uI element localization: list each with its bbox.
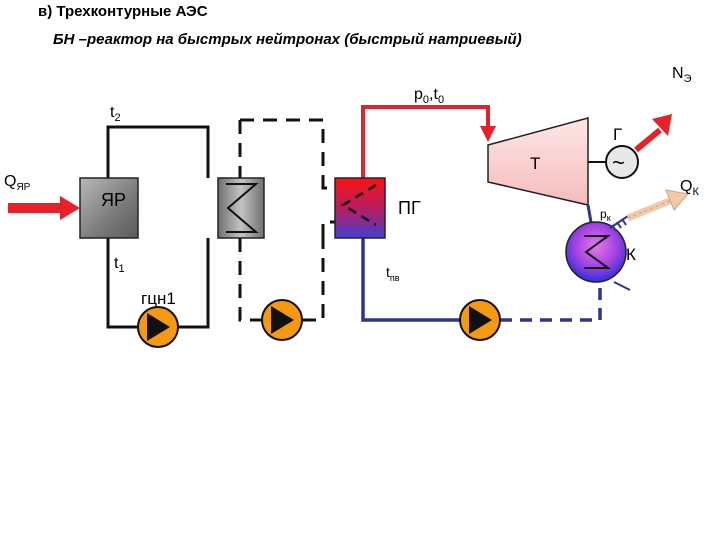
primary-circuit [106, 125, 210, 329]
power-label: NЭ [672, 65, 692, 85]
tpv-label: tпв [386, 264, 400, 283]
t2-label: t2 [110, 104, 121, 124]
generator-label: Г [613, 125, 622, 144]
intermediate-heat-exchanger [217, 177, 265, 239]
intermediate-pump [261, 299, 303, 341]
cooling-water-lines [609, 215, 631, 291]
qk-label: QК [680, 178, 699, 198]
condenser-label: К [626, 245, 636, 264]
steam-generator-label: ПГ [398, 198, 421, 218]
generator-tilde: ~ [612, 150, 625, 175]
heat-output-arrow [626, 189, 689, 222]
heat-input-arrow [8, 196, 80, 220]
generator [605, 145, 639, 179]
condensate-dashed-line [500, 285, 602, 322]
feedwater-line [361, 238, 460, 322]
page-title: в) Трехконтурные АЭС [38, 3, 208, 20]
pk-label: pк [600, 207, 611, 223]
reactor-label: ЯР [101, 190, 126, 210]
q-reactor-label: QЯР [4, 173, 31, 193]
t1-label: t1 [114, 255, 125, 275]
condenser [565, 221, 627, 283]
steam-generator [334, 177, 386, 239]
live-steam-line [361, 105, 490, 178]
power-output-arrow [634, 114, 672, 153]
pump-label: гцн1 [141, 289, 176, 308]
turbine-label: Т [530, 154, 540, 173]
page-subtitle: БН –реактор на быстрых нейтронах (быстры… [53, 31, 522, 48]
primary-pump [137, 306, 179, 348]
steam-arrow-head [480, 126, 496, 142]
feedwater-pump [459, 299, 501, 341]
intermediate-circuit [238, 118, 335, 322]
p0-t0-label: p0,t0 [414, 86, 444, 106]
